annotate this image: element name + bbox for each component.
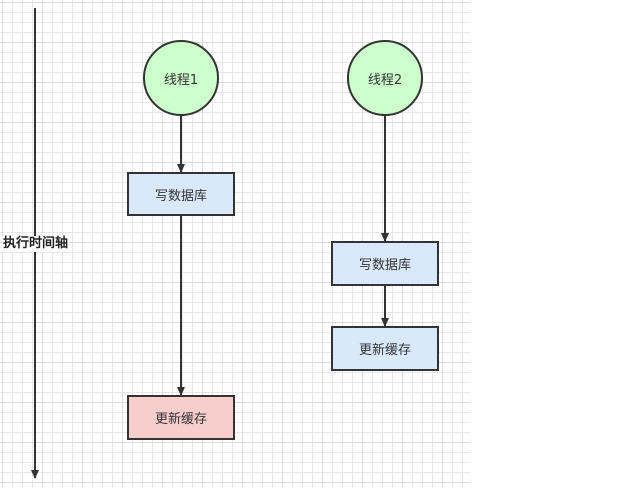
time-axis-label: 执行时间轴 [2, 236, 70, 252]
thread-1-label: 线程1 [163, 72, 199, 88]
thread-2-step-2-label: 更新缓存 [358, 343, 411, 358]
thread-1-step-1-label: 写数据库 [154, 188, 207, 204]
thread-1-step-2-label: 更新缓存 [154, 412, 207, 427]
thread-2-step-1-label: 写数据库 [358, 258, 411, 273]
thread-2-label: 线程2 [367, 72, 403, 88]
thread-1-step-2-box [127, 395, 235, 440]
thread-2-step-1-box [331, 241, 439, 286]
thread-2-step-2-box [331, 326, 439, 371]
